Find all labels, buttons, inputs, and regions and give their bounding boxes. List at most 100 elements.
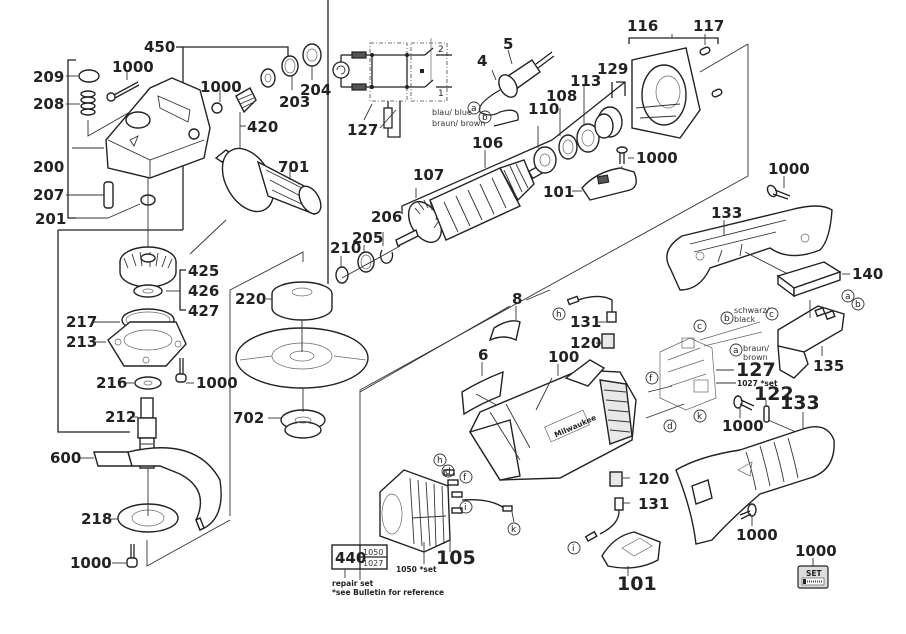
conn-i-stator: i [464, 503, 467, 513]
label-1000-a: 1000 [112, 58, 154, 76]
conn-b-circle-top [478, 110, 492, 124]
cord-wire-1 [535, 51, 553, 65]
bracket-116 [628, 37, 719, 44]
label-101-top: 101 [543, 183, 574, 201]
cover-101-top [581, 167, 637, 201]
label-1000-h: 1000 [736, 526, 778, 544]
electronic-module-127 [659, 321, 763, 411]
schematic-box-2 [410, 42, 448, 102]
label-701: 701 [278, 158, 309, 176]
leader-frame-bottom [146, 519, 231, 567]
ring-203-inner [284, 58, 296, 74]
armature-107 [395, 159, 545, 247]
handle-half-133-bottom [675, 426, 835, 545]
bracket-200 [67, 59, 76, 219]
wheel-group [229, 0, 369, 516]
handle-half-133-top [666, 205, 833, 291]
label-110: 110 [528, 100, 559, 118]
conn-f-module: f [649, 374, 653, 384]
label-702: 702 [233, 409, 264, 427]
connector-131-bottom [614, 497, 624, 511]
bearing-204-inner [306, 48, 318, 62]
nut-702-lower [284, 421, 322, 439]
label-450: 450 [144, 38, 175, 56]
wiring-schematic: 2 1 [332, 38, 452, 138]
label-600: 600 [50, 449, 81, 467]
label-420: 420 [247, 118, 278, 136]
stator-group: h d f i k [379, 453, 521, 564]
repair-set-box [331, 544, 388, 578]
coil-top [351, 51, 367, 59]
stator-105 [379, 469, 463, 553]
part-labels: 450 209 208 1000 200 207 201 1000 420 20… [33, 17, 883, 597]
label-210: 210 [330, 239, 361, 257]
plug-h [566, 295, 580, 306]
conn-f-stator: f [463, 473, 467, 483]
label-200: 200 [33, 158, 64, 176]
cord-wire-2 [537, 55, 555, 69]
label-117: 117 [693, 17, 724, 35]
bracket-129-tick [616, 81, 626, 96]
set-badge [797, 558, 829, 589]
wire-schwarz-label: schwarz/ [734, 306, 770, 315]
label-105: 105 [436, 547, 476, 569]
bearing-small [260, 68, 276, 88]
conn-b-module: b [724, 314, 730, 324]
switch-pos-1: 1 [438, 89, 444, 99]
conn-b-circle-sw [851, 297, 865, 311]
label-129: 129 [597, 60, 628, 78]
motor-symbol [332, 61, 350, 79]
label-106: 106 [472, 134, 503, 152]
leader-701-to-gear [189, 219, 227, 255]
conn-k-module: k [697, 412, 703, 422]
leader-133-to-140 [744, 251, 789, 275]
repair-box-top: 1050 [363, 548, 383, 557]
connector-120-top [601, 333, 615, 349]
screw-1000-g [733, 395, 755, 411]
label-427: 427 [188, 302, 219, 320]
label-107: 107 [413, 166, 444, 184]
bracket-lower-frame [57, 230, 130, 433]
plug-i [584, 530, 598, 543]
pin-117-a [699, 46, 711, 56]
conn-a-switch: a [845, 292, 851, 302]
flange-220-side [271, 294, 333, 321]
label-1027-set: 1027 *set [737, 379, 778, 388]
conn-i-bottom: i [572, 544, 575, 554]
screw-1000-c [175, 358, 187, 383]
screw-1000-f [766, 184, 791, 200]
guard-600 [93, 447, 222, 531]
label-1000-c: 1000 [196, 374, 238, 392]
label-425: 425 [188, 262, 219, 280]
label-131-bottom: 131 [638, 495, 669, 513]
label-209: 209 [33, 68, 64, 86]
switch-blade-bottom [424, 79, 434, 88]
frame-right [359, 44, 749, 580]
wheel-bracket [229, 251, 304, 516]
label-133-top: 133 [711, 204, 742, 222]
screw-icon-head [803, 579, 806, 584]
label-122: 122 [754, 383, 794, 405]
conn-f-circle-mod [645, 371, 659, 385]
pinion-420 [235, 87, 257, 114]
label-220: 220 [235, 290, 266, 308]
switch-blade-top [424, 47, 434, 56]
label-216: 216 [96, 374, 127, 392]
cap-209 [78, 69, 100, 83]
wire-131-bottom [599, 509, 620, 535]
leader-122-to-handle [767, 419, 797, 433]
wire-brown2-label: brown [743, 353, 768, 362]
repair-box-number: 440 [335, 549, 366, 567]
screw-1000-h [739, 503, 757, 520]
resistor-symbol [383, 107, 393, 129]
conn-b-switch: b [855, 300, 861, 310]
label-1000-f: 1000 [768, 160, 810, 178]
bearing-204 [302, 43, 322, 67]
label-1000-g: 1000 [722, 417, 764, 435]
leader-5 [507, 49, 513, 65]
conn-a-top: a [471, 104, 477, 114]
side-handle-701 [214, 147, 322, 216]
screw-1000-e [616, 146, 628, 164]
bracket-106-line [551, 81, 626, 141]
